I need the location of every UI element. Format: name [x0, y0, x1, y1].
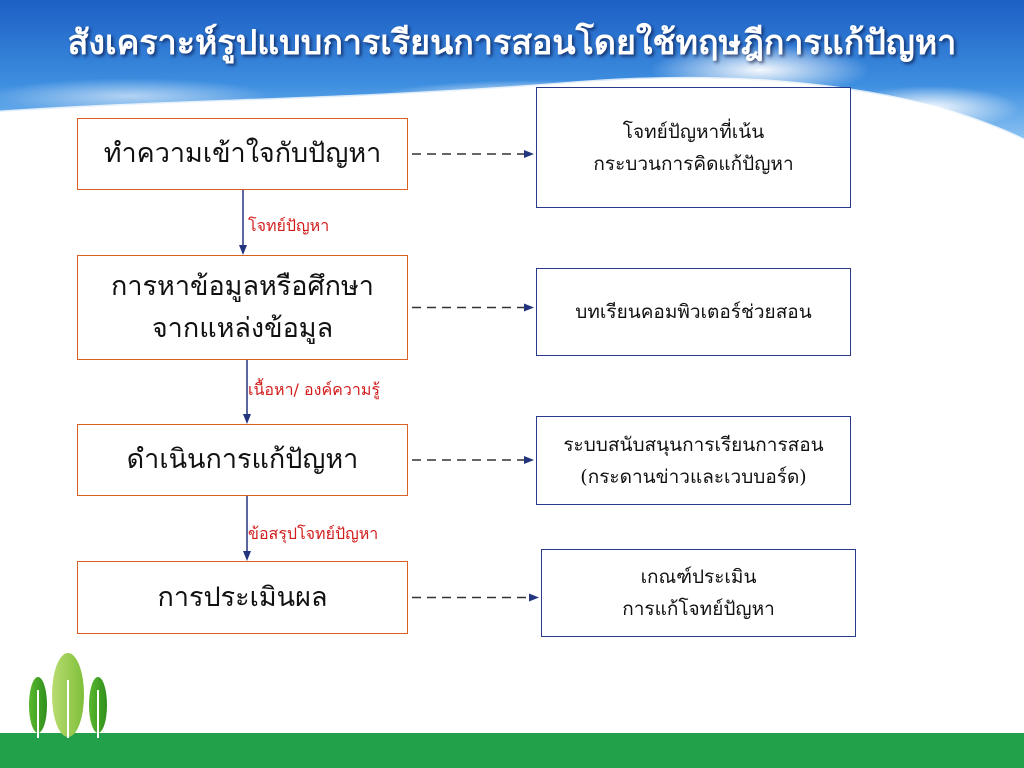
resource-text-line: เกณฑ์ประเมิน	[640, 566, 757, 588]
resource-text-line: กระบวนการคิดแก้ปัญหา	[593, 152, 794, 175]
connector-label-3: ข้อสรุปโจทย์ปัญหา	[248, 524, 379, 543]
flow-arrow-head-3	[243, 551, 251, 561]
connector-label-2: เนื้อหา/ องค์ความรู้	[248, 380, 380, 399]
tree-decoration	[29, 653, 107, 738]
step-box-3: ดำเนินการแก้ปัญหา	[77, 424, 408, 496]
flow-arrow-head-2	[243, 414, 251, 424]
resource-box-4: เกณฑ์ประเมินการแก้โจทย์ปัญหา	[541, 549, 856, 637]
step-box-4: การประเมินผล	[77, 561, 408, 634]
step-text-line: ทำความเข้าใจกับปัญหา	[103, 138, 382, 169]
step-text-line: ดำเนินการแก้ปัญหา	[126, 444, 359, 475]
step-box-2: การหาข้อมูลหรือศึกษาจากแหล่งข้อมูล	[77, 255, 408, 360]
connector-label-1: โจทย์ปัญหา	[248, 216, 330, 235]
green-ground-band	[0, 733, 1024, 768]
dashed-arrow-head-2	[524, 303, 534, 312]
resource-text-line: การแก้โจทย์ปัญหา	[622, 598, 775, 620]
resource-box-1: โจทย์ปัญหาที่เน้นกระบวนการคิดแก้ปัญหา	[536, 87, 851, 208]
resource-box-2: บทเรียนคอมพิวเตอร์ช่วยสอน	[536, 268, 851, 356]
resource-text-line: โจทย์ปัญหาที่เน้น	[622, 120, 765, 143]
flow-arrow-head-1	[239, 245, 247, 255]
resource-text-line: ระบบสนับสนุนการเรียนการสอน	[563, 433, 824, 456]
dashed-arrow-head-1	[524, 150, 534, 158]
slide-title: สังเคราะห์รูปแบบการเรียนการสอนโดยใช้ทฤษฎ…	[67, 23, 957, 63]
dashed-arrow-head-4	[529, 593, 539, 602]
dashed-arrow-head-3	[524, 456, 534, 464]
resource-text-line: (กระดานข่าวและเวบบอร์ด)	[580, 465, 807, 488]
step-text-line: การหาข้อมูลหรือศึกษา	[111, 270, 374, 302]
step-text-line: การประเมินผล	[157, 581, 328, 613]
step-box-1: ทำความเข้าใจกับปัญหา	[77, 118, 408, 190]
step-text-line: จากแหล่งข้อมูล	[151, 312, 334, 344]
resource-box-3: ระบบสนับสนุนการเรียนการสอน (กระดานข่าวและ…	[536, 416, 851, 505]
resource-text-line: บทเรียนคอมพิวเตอร์ช่วยสอน	[575, 301, 812, 323]
